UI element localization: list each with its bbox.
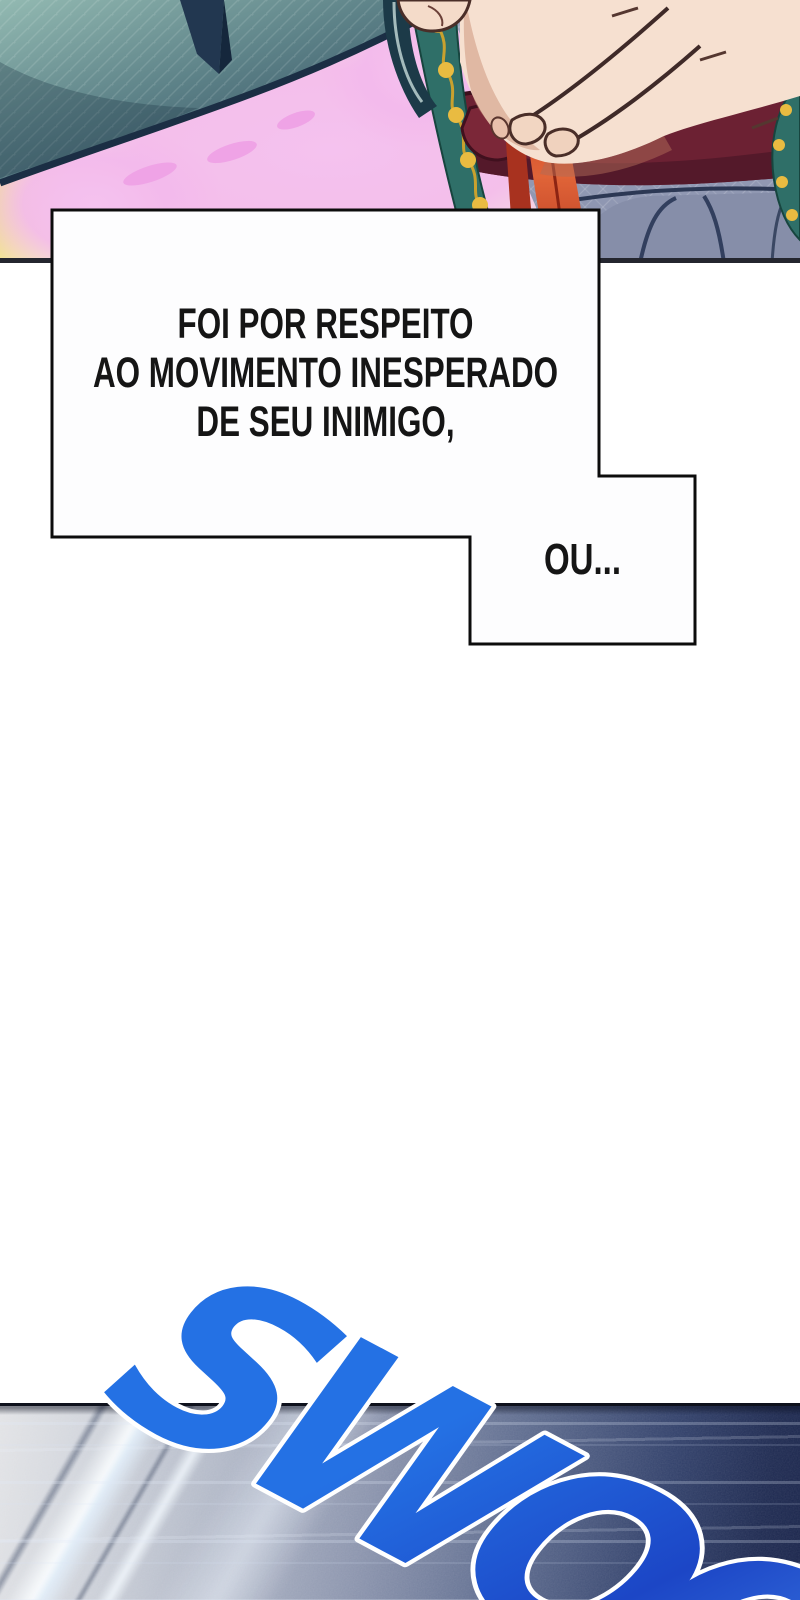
garment-fold-dark bbox=[219, 0, 232, 74]
fingertip bbox=[543, 127, 580, 158]
fingernail bbox=[490, 116, 510, 140]
pink-dash bbox=[277, 110, 315, 130]
side-strap bbox=[383, 0, 437, 118]
dark-streak bbox=[0, 1406, 128, 1600]
skirt-fold-line bbox=[702, 194, 726, 263]
caption-line: FOI POR RESPEITO bbox=[177, 300, 474, 348]
pink-dash bbox=[207, 140, 257, 164]
light-beam bbox=[134, 1406, 406, 1600]
gold-ornament bbox=[773, 139, 785, 151]
strap-highlight bbox=[392, 1, 424, 103]
hand-lower-shadow bbox=[540, 136, 672, 177]
gold-ornament bbox=[438, 62, 454, 78]
aside-line: OU... bbox=[543, 535, 622, 584]
hand bbox=[396, 0, 800, 177]
gold-ornament bbox=[780, 104, 792, 116]
pink-dash bbox=[123, 162, 177, 186]
right-gold-trim bbox=[771, 80, 800, 242]
trim-fill bbox=[771, 80, 800, 242]
caption-line: AO MOVIMENTO INESPERADO bbox=[92, 349, 559, 397]
gold-ornament bbox=[448, 107, 464, 123]
action-panel bbox=[0, 1403, 800, 1600]
gold-ornament bbox=[786, 209, 798, 221]
panel-grain bbox=[0, 1406, 800, 1600]
narration-caption: FOI POR RESPEITO AO MOVIMENTO INESPERADO… bbox=[93, 210, 558, 537]
upper-fingernail bbox=[427, 5, 444, 27]
dark-streak bbox=[52, 1406, 214, 1600]
knuckle-marks bbox=[611, 6, 779, 130]
light-beam bbox=[0, 1406, 194, 1600]
garment-shadow bbox=[0, 62, 198, 178]
gold-ornament bbox=[460, 152, 476, 168]
garment-texture bbox=[0, 0, 438, 183]
skirt-top-line bbox=[559, 186, 800, 204]
grain-texture bbox=[0, 1406, 800, 1600]
left-garment bbox=[0, 0, 438, 187]
upper-fingertip bbox=[396, 0, 472, 33]
garment-fold bbox=[180, 0, 224, 74]
narration-aside: OU... bbox=[498, 476, 667, 644]
gold-ornament bbox=[776, 176, 788, 188]
caption-line: DE SEU INIMIGO, bbox=[196, 398, 455, 446]
light-beam bbox=[74, 1406, 252, 1600]
fingertip bbox=[508, 112, 547, 146]
garment-edge-line bbox=[0, 8, 435, 187]
